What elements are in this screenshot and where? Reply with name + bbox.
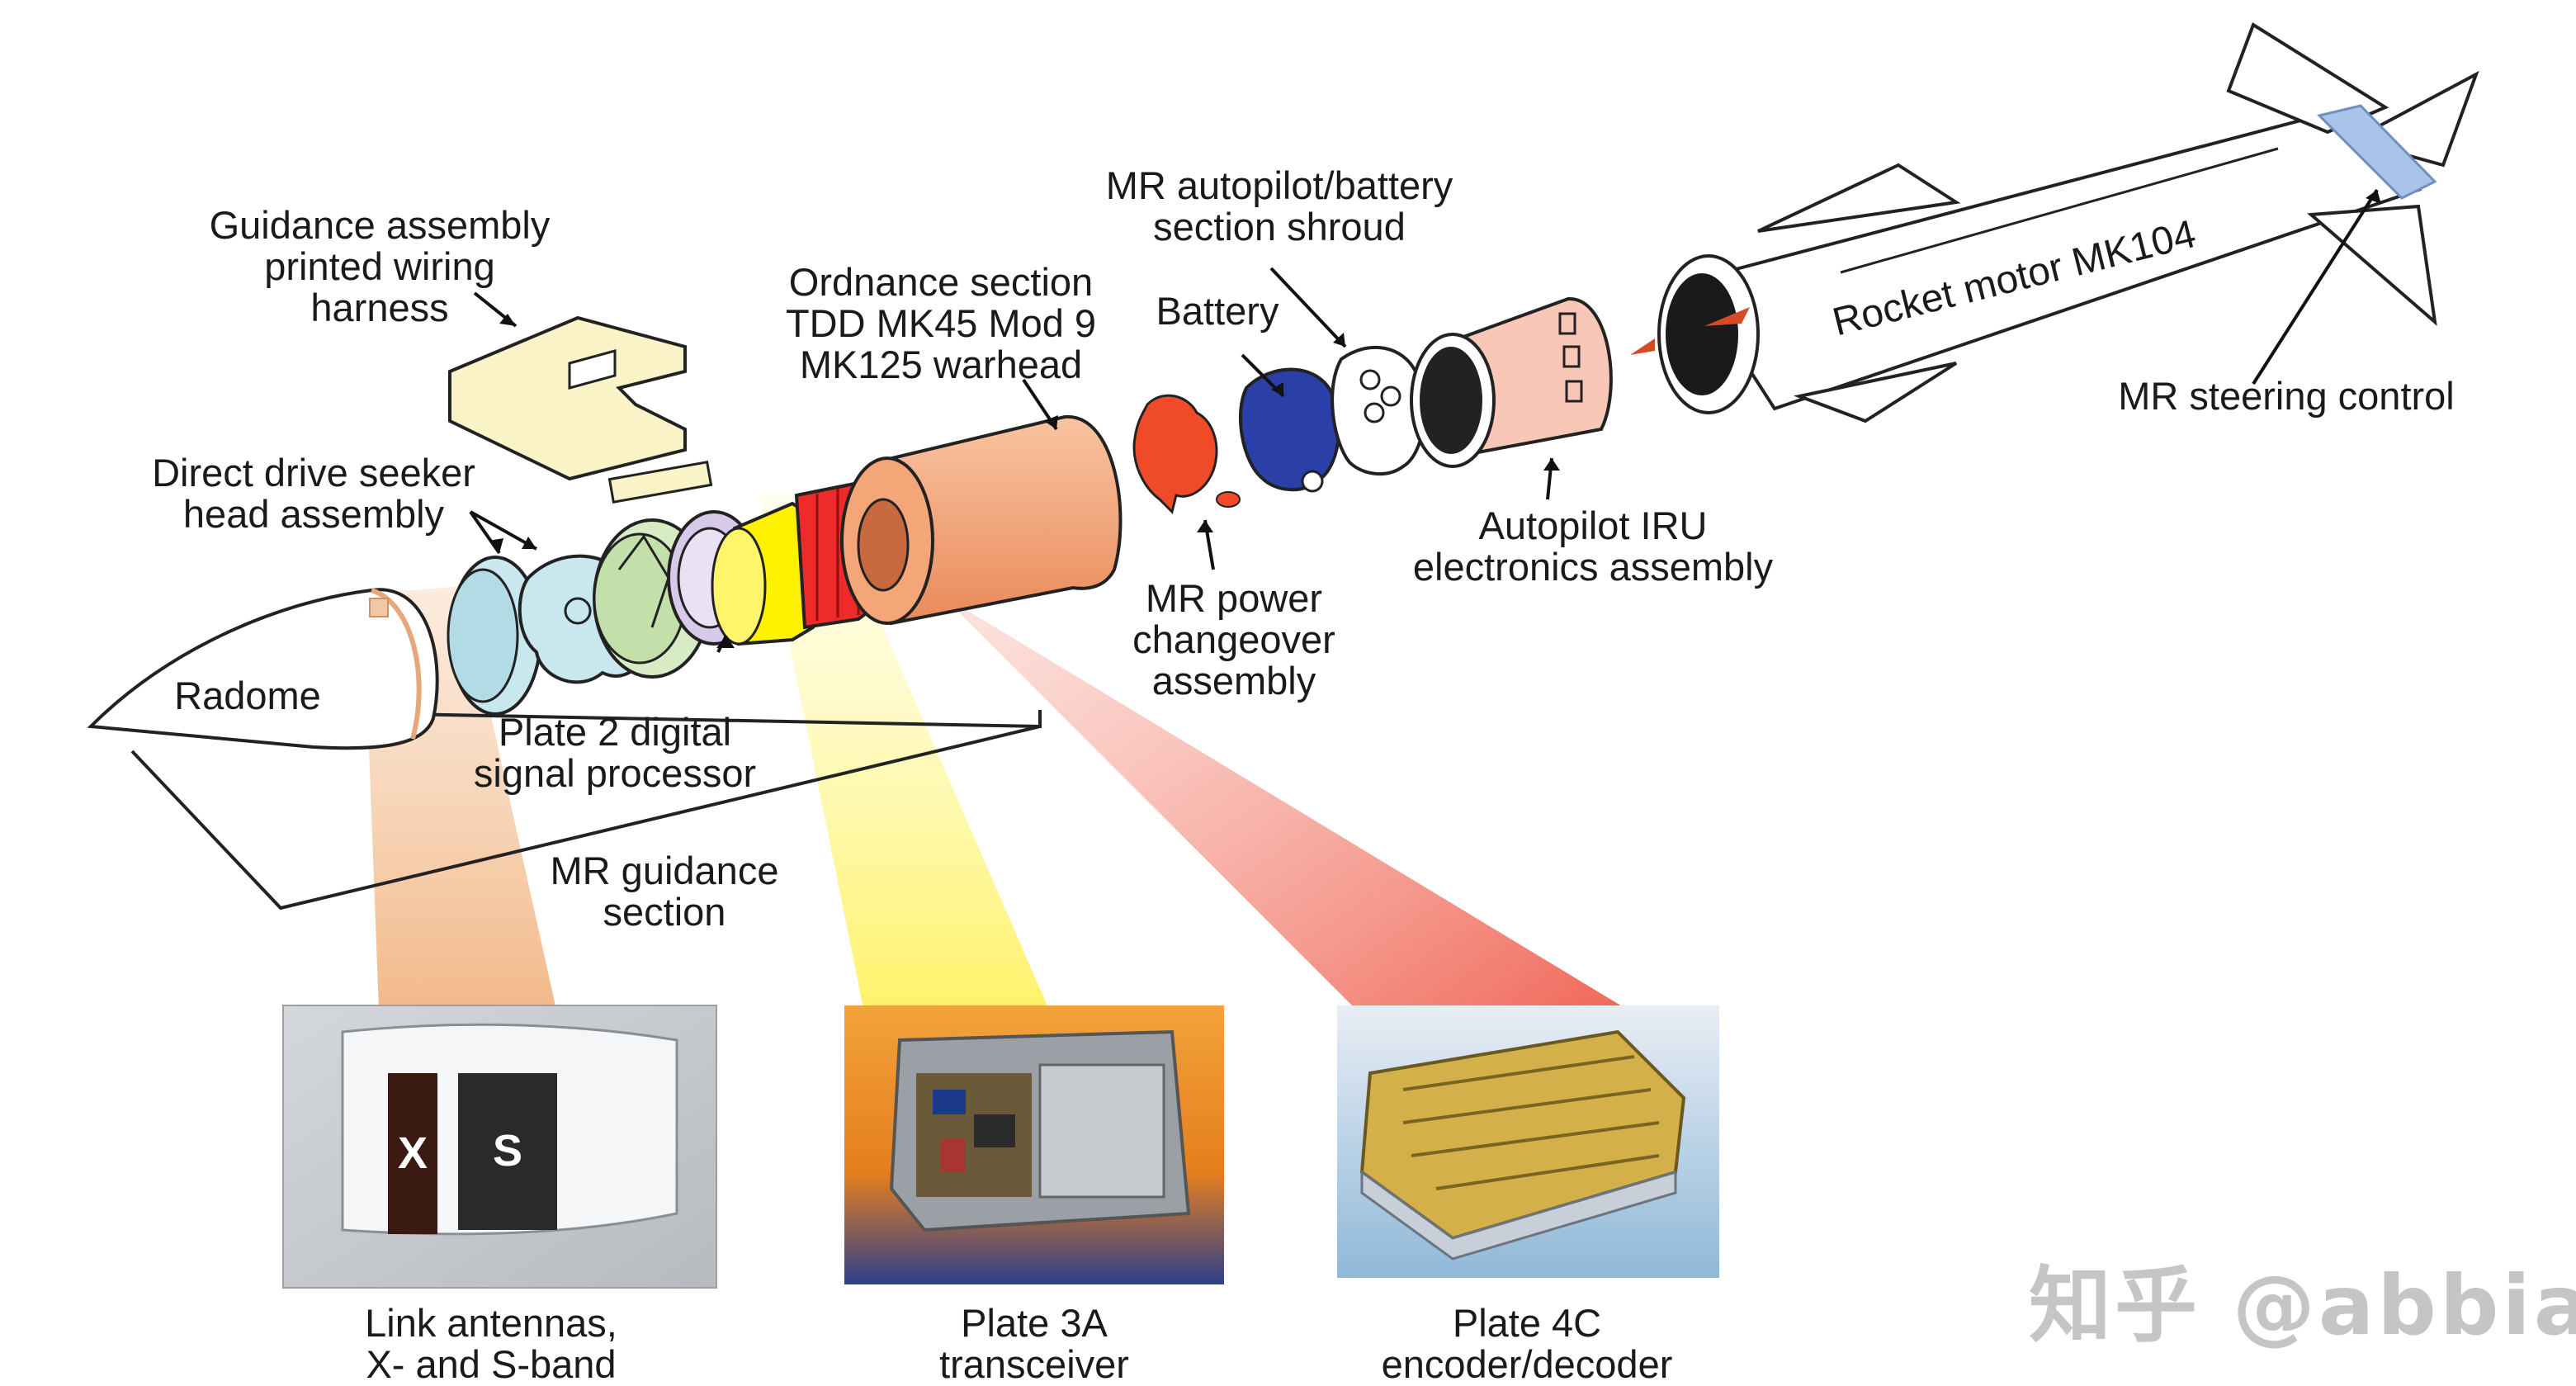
battery-terminal: [1301, 470, 1324, 493]
battery-shape: [1238, 367, 1341, 492]
radome-band: [370, 588, 422, 740]
rocket-fin-upper: [1757, 163, 1961, 233]
warhead-bore: [857, 498, 910, 592]
plate3a-face: [711, 527, 767, 646]
power-changeover-shape: [1132, 394, 1218, 514]
harness-strip: [607, 461, 713, 504]
arrow-heads: [489, 190, 2381, 648]
label-steering: MR steering control: [2118, 374, 2455, 418]
photo-plate-4c: [1337, 1005, 1719, 1278]
radome-shape: [87, 588, 439, 750]
radome-window: [369, 598, 389, 617]
shroud-hole-1: [1359, 369, 1381, 390]
seeker-disc-1-face: [447, 568, 519, 703]
rocket-exhaust-inner: [1704, 307, 1750, 326]
steering-fin-top: [2226, 22, 2389, 135]
harness-cutout: [568, 349, 617, 390]
photo-plate-3a: [844, 1005, 1224, 1284]
caption-link-antennas: Link antennas,X- and S-band: [365, 1301, 617, 1386]
seeker-gimbal-hole: [564, 597, 592, 625]
watermark: 知乎 @abbiat: [2029, 1257, 2576, 1354]
shroud-hole-3: [1364, 402, 1385, 423]
rocket-motor-nozzle: [1666, 273, 1738, 395]
photo-link-antennas: X S: [282, 1005, 717, 1289]
steering-control-band: [2317, 104, 2437, 200]
warhead-body: [872, 414, 1123, 626]
label-battery: Battery: [1156, 289, 1279, 333]
autopilot-iru-slot-1: [1558, 312, 1576, 335]
antenna-s-marking: S: [493, 1126, 522, 1175]
autopilot-iru-slot-3: [1565, 380, 1583, 403]
autopilot-iru-opening: [1420, 347, 1482, 454]
rocket-exhaust-tip: [1630, 338, 1655, 355]
guidance-bracket: [130, 725, 1041, 911]
shroud-shape: [1331, 345, 1426, 476]
antenna-x-marking: X: [398, 1128, 428, 1178]
autopilot-iru-slot-2: [1562, 345, 1581, 368]
transceiver-beam: [759, 495, 1073, 1065]
dsp-plate-detail: [617, 534, 670, 628]
label-radome: Radome: [174, 674, 321, 717]
encoder-beam: [834, 487, 1651, 1065]
rocket-fin-lower: [1793, 362, 1958, 423]
power-changeover-part: [1216, 491, 1241, 508]
harness-plate: [448, 315, 687, 481]
shroud-hole-2: [1380, 386, 1401, 407]
rocket-seam: [1840, 147, 2279, 274]
